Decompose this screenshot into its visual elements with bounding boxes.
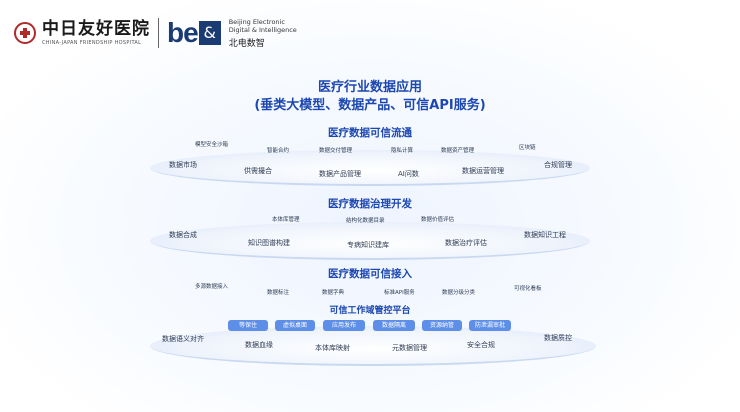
layer1-small-item: 隐私计算 (391, 148, 414, 154)
layer2-item: 数据知识工程 (524, 231, 566, 239)
layer1-item: 数据运营管理 (462, 167, 504, 175)
layer3-disk (150, 326, 596, 366)
layer3-item: 数据血缘 (245, 341, 273, 349)
layer3-item: 数据质控 (544, 334, 572, 342)
layer3-item: 元数据管理 (392, 344, 427, 352)
layer2-item: 数据合成 (169, 231, 197, 239)
layer2-small-item: 结构化数据目录 (346, 218, 385, 224)
layer3-heading: 医疗数据可信接入 (328, 268, 412, 280)
layer2-heading: 医疗数据治理开发 (328, 198, 412, 210)
logo-divider (158, 18, 159, 48)
layer1-small-item: 智能合约 (267, 148, 290, 154)
layer2-item: 专病知识建库 (347, 241, 389, 249)
layer3-small-item: 可视化看板 (514, 286, 542, 292)
brand-en-line2: Digital & Intelligence (228, 25, 297, 34)
brand-mark-icon: & (198, 21, 221, 45)
hospital-seal-icon (14, 22, 36, 44)
layer1-small-item: 数据交付管理 (319, 148, 353, 154)
platform-pill: 虚拟桌面 (275, 320, 315, 331)
layer1-item: 数据产品管理 (319, 170, 361, 178)
layer2-small-item: 本体库管理 (272, 217, 300, 223)
hospital-name-cn: 中日友好医院 (42, 19, 150, 39)
brand-text: Beijing Electronic Digital & Intelligenc… (229, 18, 297, 49)
layer1-item: 数据市场 (169, 161, 197, 169)
layer3-small-item: 多源数据接入 (195, 284, 229, 290)
layer3-item: 数据语义对齐 (162, 335, 204, 343)
main-title: 医疗行业数据应用 (317, 80, 422, 95)
platform-pill: 等保住 (228, 320, 268, 331)
layer3-small-item: 数据字典 (322, 290, 345, 296)
layer2-disk (150, 222, 590, 260)
brand-be: be (167, 17, 199, 48)
layer3-small-item: 数据分级分类 (442, 290, 476, 296)
layer1-small-item: 数据资产管理 (441, 148, 475, 154)
brand-cn: 北电数智 (228, 38, 265, 49)
layer1-small-item: 区块链 (519, 145, 536, 151)
layer1-heading: 医疗数据可信流通 (328, 127, 412, 139)
brand-en-line1: Beijing Electronic (228, 17, 285, 26)
layer1-item: 供需撮合 (244, 167, 272, 175)
platform-pill: 数据隔离 (373, 320, 415, 331)
layer1-item: AI问数 (398, 170, 419, 178)
hospital-name-en: CHINA-JAPAN FRIENDSHIP HOSPITAL (42, 40, 142, 46)
layer2-item: 数据治疗评估 (445, 239, 487, 247)
brand-logo: be& (167, 19, 221, 47)
platform-pill: 应用发布 (323, 320, 365, 331)
layer1-disk (150, 150, 590, 186)
layer3-small-item: 标准API服务 (384, 290, 415, 296)
hospital-logo: 中日友好医院 CHINA-JAPAN FRIENDSHIP HOSPITAL (42, 20, 150, 46)
header-logos: 中日友好医院 CHINA-JAPAN FRIENDSHIP HOSPITAL b… (14, 16, 297, 50)
layer3-subheading: 可信工作域管控平台 (329, 306, 411, 316)
platform-pill: 资源纳管 (422, 320, 462, 331)
layer2-small-item: 数据价值评估 (421, 217, 455, 223)
platform-pill: 防泄漏审批 (469, 320, 511, 331)
layer3-item: 本体库映射 (315, 344, 350, 352)
layer2-item: 知识图谱构建 (248, 239, 290, 247)
layer1-item: 合规管理 (544, 161, 572, 169)
layer1-small-item: 模型安全沙箱 (195, 142, 229, 148)
main-subtitle: (垂类大模型、数据产品、可信API服务) (254, 98, 486, 113)
layer3-item: 安全合规 (467, 341, 495, 349)
layer3-small-item: 数据标注 (267, 290, 290, 296)
